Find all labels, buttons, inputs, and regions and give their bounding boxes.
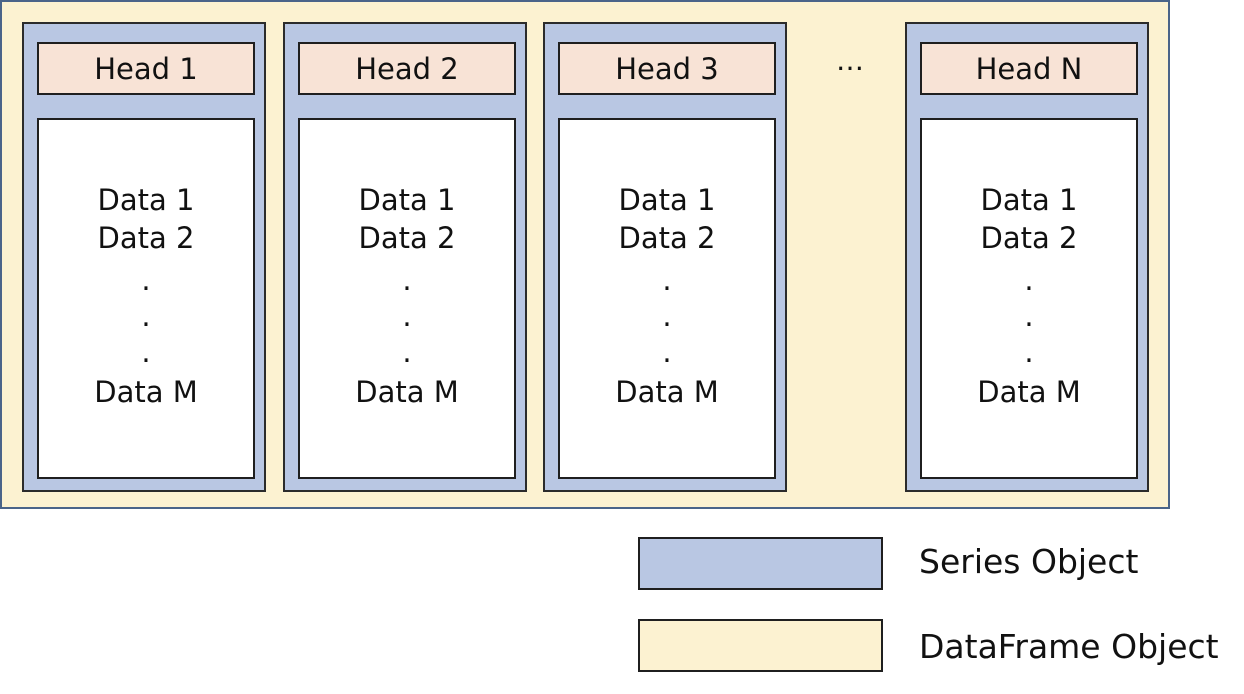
series-data-box: Data 1 Data 2 . . . Data M	[920, 118, 1138, 479]
legend-swatch-series	[638, 537, 883, 590]
continuation-dot: .	[402, 263, 412, 297]
continuation-dot: .	[662, 335, 672, 369]
legend-label-dataframe: DataFrame Object	[919, 627, 1219, 666]
legend-swatch-dataframe	[638, 619, 883, 672]
data-row: Data M	[615, 375, 719, 409]
series-column-3: Head 3 Data 1 Data 2 . . . Data M	[543, 22, 787, 492]
series-data-box: Data 1 Data 2 . . . Data M	[298, 118, 516, 479]
data-row: Data 2	[980, 221, 1078, 255]
series-head: Head 2	[298, 42, 516, 95]
continuation-dot: .	[1024, 335, 1034, 369]
continuation-dot: .	[1024, 263, 1034, 297]
continuation-dot: .	[662, 299, 672, 333]
data-row: Data 2	[358, 221, 456, 255]
series-column-n: Head N Data 1 Data 2 . . . Data M	[905, 22, 1149, 492]
data-row: Data M	[94, 375, 198, 409]
data-row: Data 1	[358, 183, 456, 217]
data-row: Data 2	[618, 221, 716, 255]
continuation-dot: .	[141, 299, 151, 333]
dataframe-object: Head 1 Data 1 Data 2 . . . Data M Head 2…	[0, 0, 1170, 509]
data-row: Data M	[355, 375, 459, 409]
data-row: Data 1	[97, 183, 195, 217]
series-data-box: Data 1 Data 2 . . . Data M	[558, 118, 776, 479]
series-head: Head 3	[558, 42, 776, 95]
legend-label-series: Series Object	[919, 542, 1139, 581]
continuation-dot: .	[402, 299, 412, 333]
continuation-dot: .	[141, 263, 151, 297]
series-column-1: Head 1 Data 1 Data 2 . . . Data M	[22, 22, 266, 492]
series-head: Head 1	[37, 42, 255, 95]
data-row: Data 2	[97, 221, 195, 255]
series-column-2: Head 2 Data 1 Data 2 . . . Data M	[283, 22, 527, 492]
series-head: Head N	[920, 42, 1138, 95]
data-row: Data 1	[618, 183, 716, 217]
continuation-dot: .	[662, 263, 672, 297]
more-columns-ellipsis: …	[836, 44, 864, 77]
continuation-dot: .	[141, 335, 151, 369]
continuation-dot: .	[402, 335, 412, 369]
data-row: Data M	[977, 375, 1081, 409]
continuation-dot: .	[1024, 299, 1034, 333]
series-data-box: Data 1 Data 2 . . . Data M	[37, 118, 255, 479]
data-row: Data 1	[980, 183, 1078, 217]
